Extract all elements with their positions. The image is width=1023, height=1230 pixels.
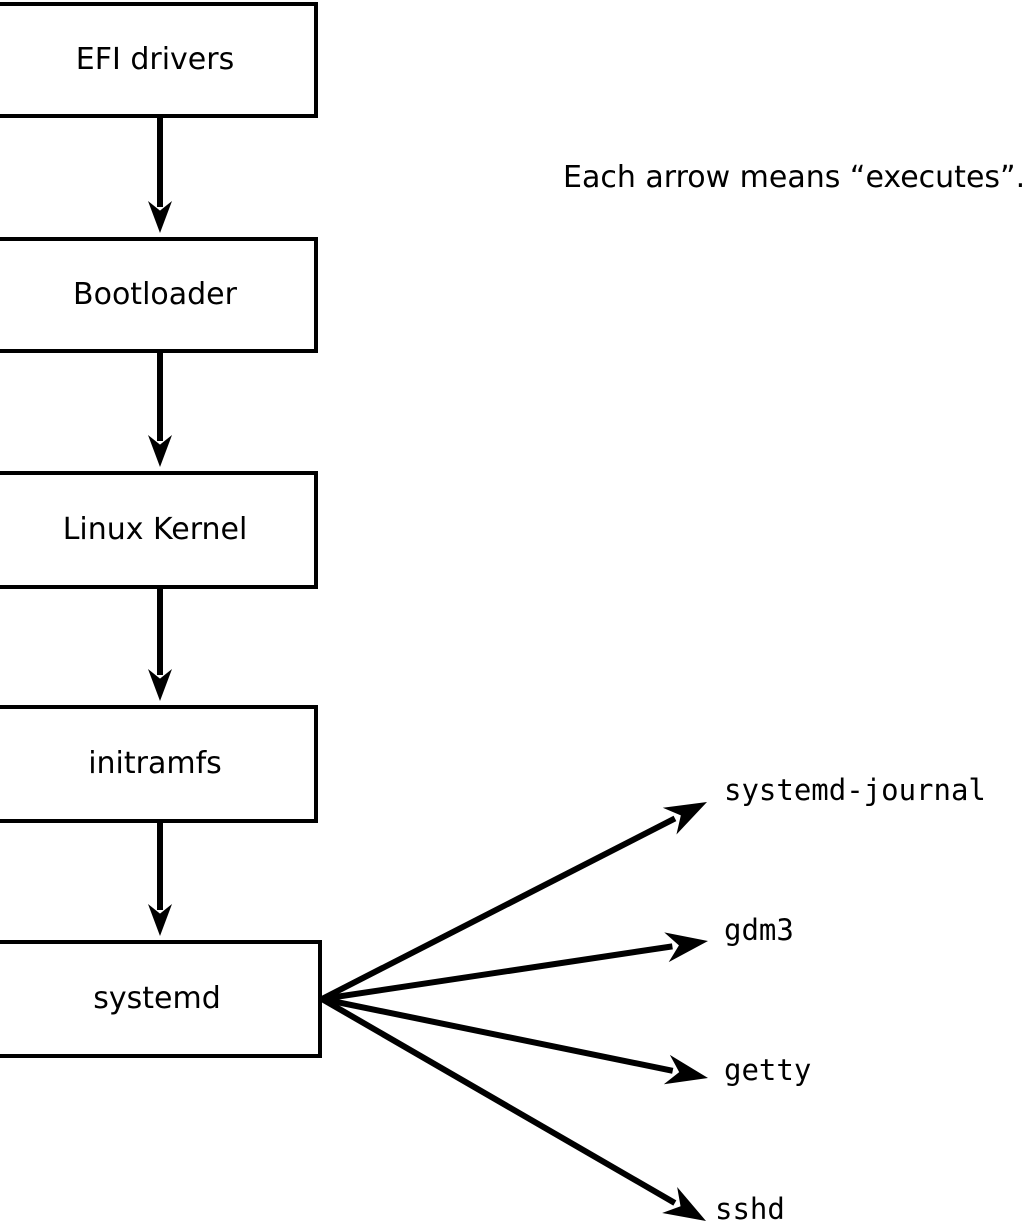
fan-arrow-systemd-journal-head [662, 802, 707, 835]
service-label-systemd-journal: systemd-journal [724, 773, 986, 807]
process-box-systemd: systemd [0, 940, 322, 1058]
fan-arrow-getty-head [663, 1054, 708, 1085]
chain-arrow-1-head [148, 435, 172, 467]
process-box-label: EFI drivers [75, 42, 235, 77]
fan-arrow-sshd-shaft [320, 996, 677, 1206]
fan-arrow-group [320, 802, 708, 1221]
fan-arrow-getty-shaft [321, 996, 674, 1074]
process-box-linux-kernel: Linux Kernel [0, 471, 318, 589]
process-box-efi-drivers: EFI drivers [0, 2, 318, 118]
legend-caption: Each arrow means “executes”. [563, 160, 1023, 195]
service-label-sshd: sshd [715, 1192, 785, 1226]
process-box-label: initramfs [88, 746, 222, 781]
chain-arrow-0-head [148, 201, 172, 233]
process-box-label: systemd [93, 981, 221, 1016]
chain-arrow-group [148, 118, 172, 936]
process-box-label: Bootloader [73, 277, 237, 312]
chain-arrow-3-head [148, 904, 172, 936]
process-box-label: Linux Kernel [62, 512, 248, 547]
process-box-bootloader: Bootloader [0, 237, 318, 353]
fan-arrow-systemd-journal-shaft [320, 815, 677, 1002]
service-label-getty: getty [724, 1053, 812, 1087]
process-box-initramfs: initramfs [0, 705, 318, 823]
service-label-gdm3: gdm3 [724, 913, 794, 947]
fan-arrow-sshd-head [662, 1186, 706, 1221]
chain-arrow-2-head [148, 669, 172, 701]
fan-arrow-gdm3-head [664, 932, 708, 963]
fan-arrow-gdm3-shaft [321, 943, 673, 1002]
